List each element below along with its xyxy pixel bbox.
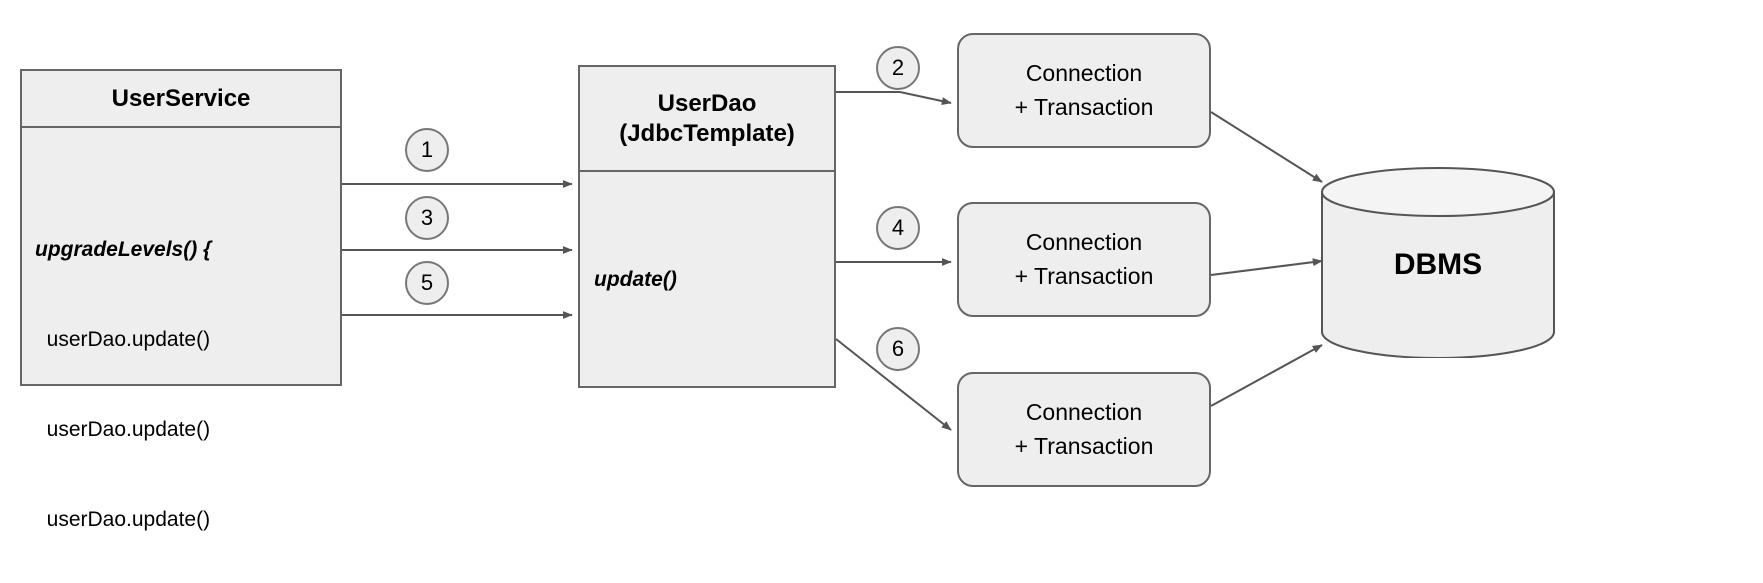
step-circle-6: 6 [876,327,920,371]
connection-box-3-line-1: Connection [1025,399,1143,426]
connection-box-1[interactable]: Connection + Transaction [957,33,1211,148]
arrow-connection2-to-dbms [1210,258,1323,276]
step-circle-4: 4 [876,206,920,250]
step-circle-3: 3 [405,196,449,240]
dbms-label: DBMS [1393,248,1483,281]
dbms-cylinder-shape [1321,167,1555,359]
connection-box-2[interactable]: Connection + Transaction [957,202,1211,317]
step-circle-1: 1 [405,128,449,172]
user-dao-method: update() [594,268,677,291]
user-dao-title: UserDao (JdbcTemplate) [580,67,834,172]
user-service-title: UserService [22,71,340,128]
arrow-connection1-to-dbms [1210,111,1323,183]
user-service-box[interactable]: UserService [20,69,342,386]
arrow-connection3-to-dbms [1210,344,1323,407]
step-circle-5: 5 [405,261,449,305]
connection-box-3-line-2: + Transaction [1014,432,1154,459]
arrow-dao-to-connection-6 [835,338,952,431]
user-dao-title-line-1: UserDao [657,90,757,118]
user-dao-box[interactable]: UserDao (JdbcTemplate) [578,65,836,388]
user-service-code: upgradeLevels() { userDao.update() userD… [35,175,335,583]
user-service-code-line-3: userDao.update() [35,508,211,531]
user-service-method-signature: upgradeLevels() { [35,238,212,261]
connection-box-2-line-1: Connection [1025,229,1143,256]
connection-box-1-line-1: Connection [1025,60,1143,87]
connection-box-3[interactable]: Connection + Transaction [957,372,1211,487]
user-service-code-line-1: userDao.update() [35,328,211,351]
user-service-code-line-2: userDao.update() [35,418,211,441]
connection-box-2-line-2: + Transaction [1014,262,1154,289]
user-dao-title-line-2: (JdbcTemplate) [619,119,795,147]
connection-box-1-line-2: + Transaction [1014,93,1154,120]
arrow-dao-to-connection-2 [836,91,952,105]
step-circle-2: 2 [876,46,920,90]
dbms-cylinder[interactable]: DBMS [1320,166,1556,359]
